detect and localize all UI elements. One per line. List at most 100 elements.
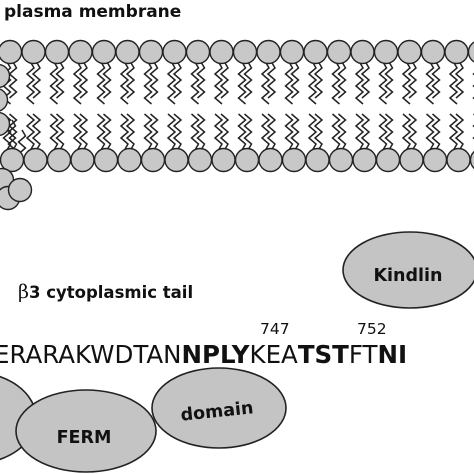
- lipid-tail-lower: [237, 113, 247, 151]
- lipid-tail-upper: [378, 61, 388, 105]
- lipid-tail-upper: [313, 61, 324, 99]
- lipid-tails: [2, 61, 474, 167]
- lipid-head-upper: [21, 39, 46, 65]
- lipid-tail-upper: [55, 61, 65, 99]
- lipid-tail-upper: [143, 61, 153, 105]
- lipid-tail-lower: [260, 113, 271, 151]
- lipid-tail-upper: [119, 61, 130, 105]
- lipid-tail-upper: [284, 61, 294, 105]
- lipid-head-upper: [373, 39, 399, 65]
- lipid-tail-upper: [102, 61, 112, 99]
- lipid-tail-upper: [401, 61, 412, 105]
- ferm-label: FERM: [57, 428, 112, 448]
- lipid-tail-lower: [55, 113, 65, 151]
- lipid-tail-upper: [25, 61, 36, 105]
- lipid-head-lower: [164, 147, 189, 173]
- lipid-tail-lower: [454, 113, 465, 151]
- lipid-tail-upper: [31, 61, 42, 99]
- lipid-head-lower: [352, 147, 377, 173]
- lipid-tail-lower: [284, 113, 294, 151]
- lipid-head-lower: [446, 147, 471, 173]
- lipid-head-upper: [467, 41, 474, 63]
- lipid-head-upper: [232, 39, 258, 65]
- lipid-tail-upper: [307, 61, 318, 105]
- cytoplasmic-tail-label: β3 cytoplasmic tail: [18, 281, 193, 303]
- ni-motif: NI: [378, 340, 408, 369]
- lipid-head-upper: [91, 39, 117, 65]
- lipid-tail-lower: [290, 113, 300, 151]
- lipid-tail-lower: [96, 113, 106, 151]
- residue-label-752: 752: [357, 320, 387, 338]
- kindlin-ellipse: [342, 231, 474, 309]
- lipid-head-lower: [140, 147, 166, 173]
- lipid-head-upper: [256, 39, 281, 65]
- lipid-tail-upper: [237, 61, 247, 105]
- lipid-tail-upper: [78, 61, 89, 99]
- lipid-tail-lower: [213, 113, 224, 151]
- lipid-tail-upper: [290, 61, 300, 99]
- lipid-head-lower: [46, 147, 72, 173]
- lipid-tail-upper: [331, 61, 341, 105]
- lipid-tail-upper: [266, 61, 277, 99]
- lipid-tail-lower: [119, 113, 130, 151]
- tail-sequence: ERARAKWDTANNPLYKEATSTFTNI: [0, 340, 407, 369]
- ferm-ellipse: [15, 389, 157, 473]
- lipid-tail-lower: [431, 113, 441, 151]
- lipid-head-upper: [185, 39, 211, 65]
- lipid-tail-upper: [125, 61, 136, 99]
- lipid-head-lower: [258, 147, 283, 173]
- kindlin-label: Kindlin: [373, 266, 442, 286]
- lipid-head-upper: [303, 39, 328, 65]
- lipid-tail-lower: [448, 113, 459, 151]
- lipid-tail-upper: [425, 61, 435, 105]
- lipid-head-lower: [281, 147, 307, 173]
- lipid-head-upper: [44, 39, 70, 65]
- lipid-head-upper: [138, 39, 164, 65]
- lipid-tail-upper: [213, 61, 224, 105]
- lipid-tail-upper: [431, 61, 441, 99]
- lipid-tail-lower: [360, 113, 371, 151]
- lipid-head-upper: [68, 39, 93, 65]
- lipid-tail-upper: [354, 61, 365, 105]
- lipid-tail-lower: [125, 113, 136, 151]
- lipid-tail-upper: [190, 61, 200, 105]
- lipid-tail-lower: [49, 113, 59, 151]
- lipid-tail-lower: [378, 113, 388, 151]
- lipid-head-upper: [115, 39, 140, 65]
- lipid-head-upper: [279, 39, 305, 65]
- lipid-tail-lower: [31, 113, 42, 151]
- lipid-tail-lower: [102, 113, 112, 151]
- lipid-tail-lower: [307, 113, 318, 151]
- lipid-tail-lower: [401, 113, 412, 151]
- lipid-tail-lower: [337, 113, 347, 151]
- domain-ellipse: [151, 367, 287, 449]
- lipid-tail-lower: [407, 113, 418, 151]
- plasma-membrane-label: plasma membrane: [4, 2, 181, 22]
- lipid-tail-upper: [260, 61, 271, 105]
- seq-segment: KEA: [250, 340, 299, 369]
- lipid-head-upper: [420, 39, 446, 65]
- seq-segment: FT: [349, 340, 379, 369]
- lipid-tail-lower: [354, 113, 365, 151]
- lipid-tail-upper: [454, 61, 465, 99]
- lipid-head-edge: [0, 88, 9, 112]
- lipid-head-upper: [444, 39, 469, 65]
- lipid-head-upper: [162, 39, 187, 65]
- lipid-tail-upper: [96, 61, 106, 105]
- lipid-head-upper: [397, 39, 422, 65]
- lipid-tail-lower: [72, 113, 83, 151]
- lipid-tail-upper: [407, 61, 418, 99]
- lipid-tail-lower: [196, 113, 206, 151]
- lipid-tail-upper: [8, 61, 18, 99]
- lipid-tail-upper: [243, 61, 253, 99]
- lipid-tail-upper: [360, 61, 371, 99]
- lipid-tail-upper: [384, 61, 394, 99]
- lipid-head-upper: [209, 39, 234, 65]
- lipid-tail-lower: [143, 113, 153, 151]
- lipid-tail-upper: [49, 61, 59, 105]
- lipid-tail-lower: [8, 113, 18, 151]
- lipid-tail-upper: [448, 61, 459, 105]
- tst-motif: TST: [298, 340, 349, 369]
- lipid-tail-lower: [172, 113, 183, 151]
- lipid-tail-lower: [243, 113, 253, 151]
